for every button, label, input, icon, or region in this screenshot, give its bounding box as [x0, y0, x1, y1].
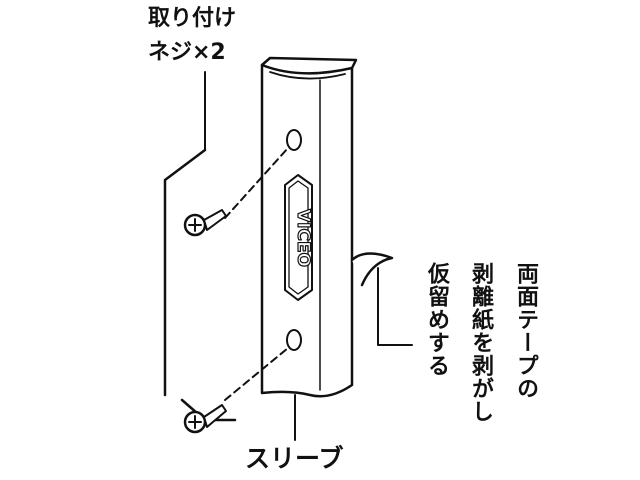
- wall-plate: [163, 148, 237, 422]
- screw-hole-bottom: [286, 329, 302, 351]
- sleeve-label: スリーブ: [245, 444, 344, 473]
- tape-instruction-col3: 仮留めする: [424, 262, 449, 377]
- screw-label-line2: ネジ×2: [148, 40, 226, 65]
- screw-hole-top: [286, 129, 302, 151]
- screw-top: [183, 209, 227, 237]
- sleeve: [260, 56, 358, 398]
- tape-instruction-col1: 両面テープの: [513, 262, 538, 400]
- guide-dash-bottom: [224, 347, 289, 401]
- guide-dash-top: [224, 147, 289, 219]
- tape-leader-line: [377, 267, 413, 346]
- screw-bottom: [183, 404, 227, 434]
- logo-text: VICEO: [293, 209, 313, 267]
- tape-instruction-col2: 剥離紙を剥がし: [468, 262, 493, 423]
- tape-release-paper: [350, 252, 394, 287]
- logo-emblem: VICEO: [284, 174, 314, 301]
- screw-label-line1: 取り付け: [148, 6, 237, 31]
